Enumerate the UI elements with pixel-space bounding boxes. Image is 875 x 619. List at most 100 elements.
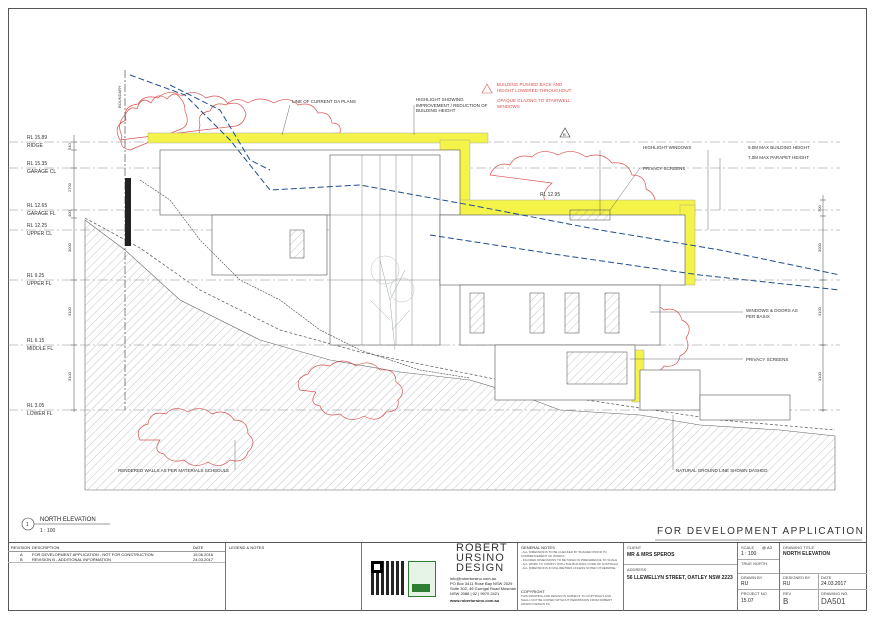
rev-value: B: [783, 597, 789, 606]
designed-by-label: DESIGNED BY: [783, 575, 811, 580]
drawing-info-block: DRAWING TITLE NORTH ELEVATION DESIGNED B…: [780, 543, 867, 611]
annotation-windows-doors: WINDOWS & DOORS AS PER BASIX: [746, 308, 798, 319]
annotation-line-current-plans: LINE OF CURRENT DA PLANS: [292, 99, 356, 104]
revision-cloud-top: [198, 98, 341, 141]
annotation-opaque-glazing: OPAQUE GLAZING TO STAIRWELL WINDOWS: [497, 98, 571, 109]
level-rl-upper-fl: RL 9.25: [27, 273, 45, 279]
dim-right-1: 3000: [817, 242, 822, 252]
firm-web[interactable]: www.robertursino.com.au: [450, 598, 500, 603]
level-name-garage-cl: GARAGE CL: [27, 169, 56, 175]
natural-ground-line: [84, 217, 836, 431]
annotation-highlight-showing: HIGHLIGHT SHOWING IMPROVEMENT / REDUCTIO…: [416, 97, 488, 113]
industry-badge: [408, 561, 436, 597]
rev-header-desc: DESCRIPTION: [32, 545, 60, 550]
sheet-size: @ A3: [762, 545, 772, 550]
scale-label: SCALE: [741, 545, 755, 550]
rev-b-code: B: [20, 557, 23, 562]
dim-left-3: 3000: [67, 242, 72, 252]
boundary-label: BOUNDARY: [117, 85, 122, 108]
firm-block: ROBERT URSINO DESIGN info@robertursino.c…: [444, 543, 518, 611]
general-note-1: - FIGURED DIMENSIONS TO BE TAKEN IN PREF…: [521, 558, 618, 562]
rev-b-desc: REVISION B - ADDITIONAL INFORMATION: [32, 557, 111, 562]
client-label: CLIENT: [627, 545, 642, 550]
date-value: 24.03.2017: [821, 581, 847, 587]
level-rl-garage-cl: RL 15.35: [27, 161, 47, 167]
site-stairs: [139, 179, 471, 379]
firm-contact-0: info@robertursino.com.au: [450, 576, 497, 581]
status-banner: FOR DEVELOPMENT APPLICATION: [657, 526, 865, 537]
current-da-plan-lines: [129, 74, 841, 291]
designed-by-value: RU: [783, 581, 791, 587]
annotation-natural-ground: NATURAL GROUND LINE SHOWN DASHED: [676, 468, 768, 473]
view-title: NORTH ELEVATION: [40, 517, 96, 523]
revision-triangle-2: [559, 127, 571, 138]
general-notes-header: GENERAL NOTES: [521, 545, 555, 550]
level-name-middle-fl: MIDDLE FL: [27, 346, 53, 352]
stair-glazing: [330, 155, 440, 345]
annotation-privacy-screens-top: PRIVACY SCREENS: [643, 166, 685, 171]
level-rl-lower-fl: RL 3.05: [27, 403, 45, 409]
client-name: MR & MRS SPEROS: [627, 552, 675, 558]
level-rl-garage-fl: RL 12.65: [27, 203, 47, 209]
copyright-text: THIS DRAWING AND DESIGN IS SUBJECT TO CO…: [521, 594, 613, 606]
level-name-ridge: RIDGE: [27, 143, 44, 149]
rev-a-date: 15.06.2016: [193, 552, 214, 557]
rev-b-date: 24.03.2017: [193, 557, 214, 562]
scale-value: 1 : 100: [741, 551, 757, 557]
revision-triangle: [481, 83, 493, 94]
revision-cloud-base: [137, 408, 254, 466]
firm-name-2: URSINO: [456, 552, 505, 564]
level-name-upper-fl: UPPER FL: [27, 281, 52, 287]
copyright-header: COPYRIGHT: [521, 589, 545, 594]
rl-note: RL 12.95: [540, 192, 560, 198]
annotation-privacy-screens-bottom: PRIVACY SCREENS: [746, 357, 788, 362]
level-name-lower-fl: LOWER FL: [27, 411, 53, 417]
north-label: TRUE NORTH: [741, 561, 768, 566]
scale-block: SCALE @ A3 1 : 100 TRUE NORTH DRAWN BY R…: [738, 543, 780, 611]
ground-hatch: [84, 219, 836, 491]
rev-header-date: DATE: [193, 545, 204, 550]
level-rl-ridge: RL 15.89: [27, 135, 47, 141]
level-rl-middle-fl: RL 6.15: [27, 338, 45, 344]
firm-contact-1: PO Box 3411 Rose Bay NSW 2029: [450, 581, 513, 586]
rev-label: REV: [783, 591, 792, 596]
boundary-wall: [125, 178, 131, 246]
drawn-by-value: RU: [741, 581, 749, 587]
elevation-drawing: BOUNDARY: [8, 70, 862, 541]
dim-right-0: 700: [817, 205, 822, 212]
firm-contact-3: NSW 2088 | 02 | 9970 2421: [450, 591, 500, 596]
windows: [289, 209, 628, 385]
level-name-upper-cl: UPPER CL: [27, 231, 52, 237]
level-name-garage-fl: GARAGE FL: [27, 211, 56, 217]
firm-name-1: ROBERT: [456, 542, 508, 554]
drawing-title-label: DRAWING TITLE: [783, 545, 815, 550]
qr-code: [371, 561, 405, 595]
firm-contact-2: Suite 302, 46 Gurrigal Road Mosman: [450, 586, 517, 591]
rev-a-code: A: [20, 552, 23, 557]
revision-cloud-left: [119, 93, 188, 151]
address-label: ADDRESS: [627, 567, 647, 572]
dim-left-4: 3100: [67, 306, 72, 316]
dim-right-3: 3100: [817, 371, 822, 381]
view-number: 1: [26, 522, 29, 528]
level-rl-upper-cl: RL 12.25: [27, 223, 47, 229]
drawing-sheet: [8, 8, 867, 611]
revision-cloud-garden: [297, 360, 403, 420]
annotation-max-height: 9.0M MAX BUILDING HEIGHT: [748, 145, 810, 150]
drawing-no-label: DRAWING NO.: [821, 591, 849, 596]
firm-name-3: DESIGN: [456, 562, 505, 574]
general-note-2: - ALL WORK TO COMPLY WITH THE BUILDING C…: [521, 562, 619, 566]
drawing-no-value: DA501: [821, 597, 846, 606]
revision-marker: B: [563, 132, 566, 137]
annotation-parapet-height: 7.0M MAX PARAPET HEIGHT: [748, 155, 809, 160]
project-no-value: 15.07: [741, 598, 754, 604]
date-label: DATE: [821, 575, 832, 580]
address-value: 56 LLEWELLYN STREET, OATLEY NSW 2223: [627, 575, 733, 581]
rev-header-rev: REVISION: [11, 545, 31, 550]
drawing-title-value: NORTH ELEVATION: [783, 551, 831, 557]
view-scale: 1 : 100: [40, 528, 56, 534]
leader-lines: [234, 104, 743, 470]
annotation-rendered-walls: RENDERED WALLS AS PER MATERIALS SCHEDULE: [118, 468, 229, 473]
general-notes: GENERAL NOTES - ALL DIMENSIONS TO BE CHE…: [518, 543, 624, 611]
revision-table: REVISION DESCRIPTION DATE A FOR DEVELOPM…: [8, 543, 226, 611]
